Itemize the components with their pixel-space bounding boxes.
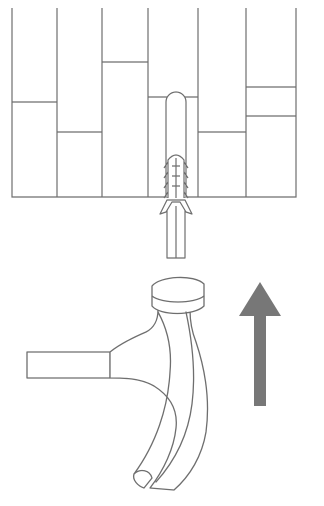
hammer-claw-inner bbox=[133, 311, 172, 475]
hammer-face bbox=[151, 276, 205, 315]
wall-board bbox=[11, 8, 297, 198]
hammer bbox=[26, 276, 209, 491]
wall-plug-collar bbox=[159, 199, 193, 215]
hammer-handle bbox=[26, 351, 111, 379]
hammer-claw-inner bbox=[155, 311, 195, 483]
hammer-claw-tip bbox=[132, 469, 153, 489]
direction-arrow-up-icon bbox=[239, 282, 281, 406]
hammer-face-edge bbox=[151, 295, 205, 303]
hammer-head bbox=[109, 309, 209, 491]
wall-plug bbox=[159, 154, 193, 259]
